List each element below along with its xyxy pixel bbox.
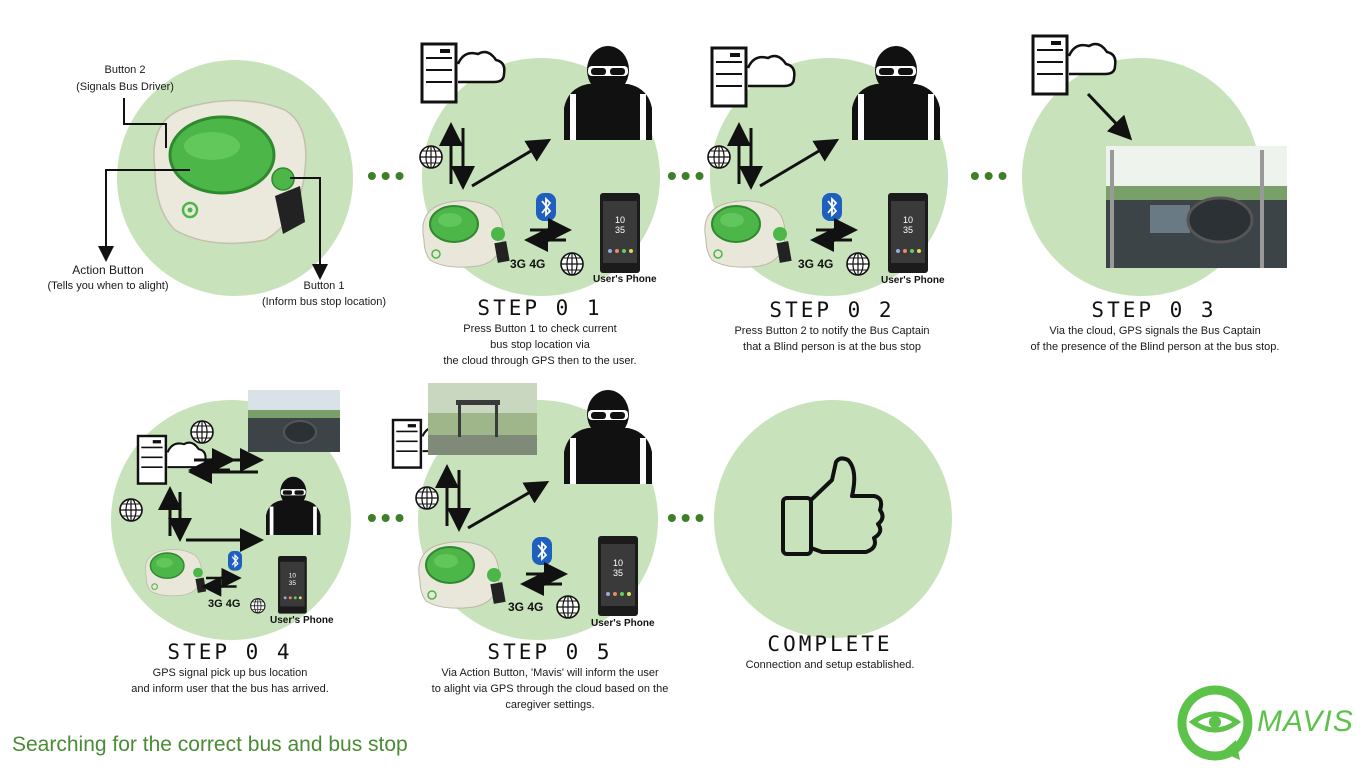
step5-vertical-arrows bbox=[447, 470, 459, 526]
continuation-dots: ••• bbox=[667, 160, 709, 191]
step5-globe-icon-small bbox=[556, 595, 580, 619]
step2-phone-icon bbox=[888, 193, 928, 273]
step1-bluetooth-icon bbox=[535, 192, 557, 222]
step4-network-label: 3G 4G bbox=[208, 598, 241, 610]
step1-globe-icon-small bbox=[560, 252, 584, 276]
step1-vertical-arrows bbox=[451, 128, 463, 184]
step4-bluetooth-icon bbox=[227, 550, 243, 572]
step1-phone-icon bbox=[600, 193, 640, 273]
step4-device-icon bbox=[144, 548, 207, 597]
continuation-dots: ••• bbox=[970, 160, 1012, 191]
step5-person-icon bbox=[564, 390, 652, 484]
step2-network-label: 3G 4G bbox=[798, 257, 834, 271]
step4-phone-icon bbox=[278, 556, 307, 614]
step4-globe-icon-left bbox=[119, 498, 143, 522]
mavis-logo-text: MAVIS bbox=[1257, 705, 1354, 738]
step1-caption-line: Press Button 1 to check current bbox=[463, 323, 617, 335]
step2-vertical-arrows bbox=[739, 128, 751, 184]
step1-exchange-arrows bbox=[530, 230, 566, 240]
continuation-dots: ••• bbox=[367, 502, 409, 533]
button1-description: (Inform bus stop location) bbox=[261, 296, 387, 308]
action-button-label: Action Button bbox=[72, 263, 144, 277]
step4-title: STEP 0 4 bbox=[167, 640, 293, 664]
step2-globe-icon bbox=[707, 145, 731, 169]
complete-title: COMPLETE bbox=[767, 632, 893, 656]
step4-caption-line: and inform user that the bus has arrived… bbox=[131, 683, 329, 695]
step1-caption-line: the cloud through GPS then to the user. bbox=[443, 355, 637, 367]
step1-globe-icon bbox=[419, 145, 443, 169]
step3-cloud-server bbox=[1031, 34, 1117, 96]
continuation-dots: ••• bbox=[367, 160, 409, 191]
step1-cloud-server bbox=[420, 42, 506, 104]
step1-network-label: 3G 4G bbox=[510, 257, 546, 271]
step2-device-icon bbox=[703, 199, 793, 269]
mavis-device-large bbox=[153, 99, 307, 245]
step5-globe-icon bbox=[415, 486, 439, 510]
step1-person-icon bbox=[564, 46, 652, 140]
step5-network-label: 3G 4G bbox=[508, 600, 544, 614]
step3-caption-line: of the presence of the Blind person at t… bbox=[1030, 341, 1280, 353]
button2-description: (Signals Bus Driver) bbox=[76, 81, 174, 93]
step2-caption-line: that a Blind person is at the bus stop bbox=[743, 341, 921, 353]
step2-phone-label: User's Phone bbox=[881, 275, 945, 286]
step3-caption-line: Via the cloud, GPS signals the Bus Capta… bbox=[1049, 325, 1261, 337]
mavis-logo-icon bbox=[1177, 685, 1253, 761]
action-button-description: (Tells you when to alight) bbox=[47, 280, 169, 292]
step5-device-icon bbox=[417, 540, 507, 610]
button2-label: Button 2 bbox=[104, 64, 146, 76]
step5-caption-line: caregiver settings. bbox=[505, 699, 595, 711]
step5-caption-line: Via Action Button, 'Mavis' will inform t… bbox=[441, 667, 659, 679]
step2-cloud-server bbox=[710, 46, 796, 108]
step2-caption-line: Press Button 2 to notify the Bus Captain bbox=[734, 325, 930, 337]
bus-stop-photo bbox=[428, 383, 537, 455]
complete-caption-line: Connection and setup established. bbox=[745, 659, 915, 671]
step4-phone-label: User's Phone bbox=[270, 615, 334, 626]
bus-interior-photo bbox=[1106, 146, 1287, 268]
step1-device-icon bbox=[421, 199, 511, 269]
step1-phone-label: User's Phone bbox=[593, 274, 657, 285]
button1-callout-line bbox=[290, 177, 328, 280]
step2-globe-icon-small bbox=[846, 252, 870, 276]
step5-exchange-arrows bbox=[526, 574, 562, 584]
step4-person-icon bbox=[266, 476, 321, 536]
step2-bluetooth-icon bbox=[821, 192, 843, 222]
step1-title: STEP 0 1 bbox=[477, 296, 603, 320]
step5-phone-icon bbox=[598, 536, 638, 616]
step2-title: STEP 0 2 bbox=[769, 298, 895, 322]
step4-globe-icon-small bbox=[250, 598, 266, 614]
step5-caption-line: to alight via GPS through the cloud base… bbox=[431, 683, 669, 695]
button1-label: Button 1 bbox=[303, 280, 345, 292]
step4-exchange-arrows bbox=[206, 578, 237, 587]
complete-circle bbox=[714, 400, 952, 638]
continuation-dots: ••• bbox=[667, 502, 709, 533]
step2-exchange-arrows bbox=[816, 230, 852, 240]
step5-phone-label: User's Phone bbox=[591, 618, 655, 629]
step3-title: STEP 0 3 bbox=[1091, 298, 1217, 322]
step4-globe-icon-top bbox=[190, 420, 214, 444]
step5-title: STEP 0 5 bbox=[487, 640, 613, 664]
step1-caption-line: bus stop location via bbox=[490, 339, 590, 351]
button2-callout-line bbox=[123, 98, 167, 148]
step4-bus-photo bbox=[248, 390, 340, 452]
thumbs-up-icon bbox=[781, 456, 885, 556]
step2-person-icon bbox=[852, 46, 940, 140]
step5-bluetooth-icon bbox=[531, 536, 553, 566]
step4-caption-line: GPS signal pick up bus location bbox=[152, 667, 308, 679]
slide-title: Searching for the correct bus and bus st… bbox=[12, 733, 408, 756]
action-callout-line bbox=[98, 169, 190, 262]
